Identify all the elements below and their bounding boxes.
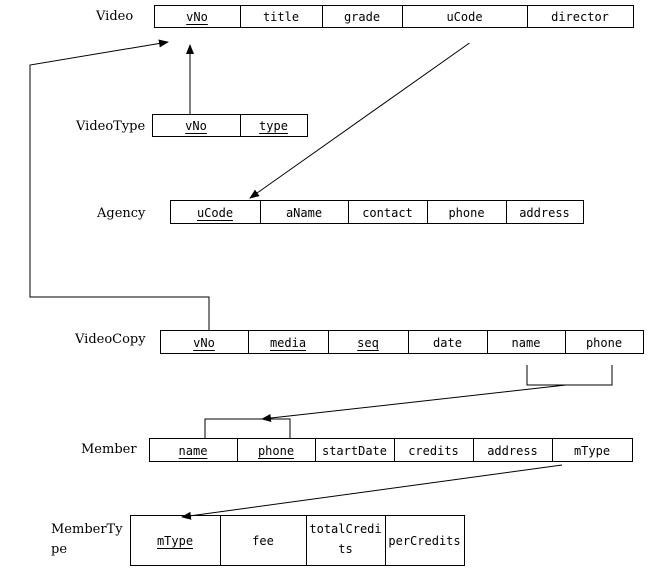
relation-member-membertype bbox=[181, 464, 563, 520]
column-member-address: address bbox=[487, 444, 538, 458]
column-videocopy-seq: seq bbox=[357, 336, 379, 350]
relation-videocopy-bracket bbox=[526, 365, 613, 386]
column-video-ucode: uCode bbox=[446, 10, 482, 24]
column-member-mtype: mType bbox=[574, 444, 610, 458]
column-agency-ucode: uCode bbox=[197, 206, 233, 220]
column-video-grade: grade bbox=[344, 10, 380, 24]
column-membertype-percredits: perCredits bbox=[388, 534, 460, 548]
column-videotype-vno: vNo bbox=[185, 119, 207, 133]
table-box-videocopy bbox=[160, 330, 644, 354]
relation-member-bracket bbox=[204, 418, 291, 438]
column-member-name: name bbox=[179, 444, 208, 458]
table-videocopy: VideoCopy vNo media seq date name phone bbox=[74, 330, 644, 354]
column-agency-aname: aName bbox=[286, 206, 322, 220]
table-name-agency: Agency bbox=[96, 206, 146, 221]
table-box-member bbox=[149, 438, 633, 462]
table-name-videotype: VideoType bbox=[75, 119, 145, 134]
relation-video-agency bbox=[249, 42, 470, 199]
column-agency-contact: contact bbox=[362, 206, 413, 220]
column-videocopy-name: name bbox=[512, 336, 541, 350]
relation-videocopy-video bbox=[29, 39, 210, 330]
column-video-title: title bbox=[263, 10, 299, 24]
column-membertype-fee: fee bbox=[252, 534, 274, 548]
column-membertype-mtype: mType bbox=[157, 534, 193, 548]
column-agency-phone: phone bbox=[448, 206, 484, 220]
column-videocopy-media: media bbox=[270, 336, 306, 350]
column-agency-address: address bbox=[519, 206, 570, 220]
column-video-director: director bbox=[551, 10, 609, 24]
table-videotype: VideoType vNo type bbox=[75, 114, 308, 137]
table-name-video: Video bbox=[95, 9, 133, 24]
column-videocopy-date: date bbox=[433, 336, 462, 350]
table-agency: Agency uCode aName contact phone address bbox=[96, 200, 584, 224]
table-box-videotype bbox=[152, 114, 308, 137]
column-videotype-type: type bbox=[259, 119, 288, 133]
table-name-videocopy: VideoCopy bbox=[74, 332, 146, 347]
column-videocopy-phone: phone bbox=[586, 336, 622, 350]
column-videocopy-vno: vNo bbox=[193, 336, 215, 350]
column-video-vno: vNo bbox=[186, 10, 208, 24]
column-member-startdate: startDate bbox=[322, 444, 387, 458]
table-name-member: Member bbox=[81, 442, 137, 457]
column-member-phone: phone bbox=[258, 444, 294, 458]
table-box-agency bbox=[170, 200, 584, 224]
table-box-video bbox=[154, 5, 634, 28]
table-box-membertype bbox=[130, 515, 465, 566]
relation-videocopy-member bbox=[261, 384, 567, 422]
column-member-credits: credits bbox=[408, 444, 459, 458]
table-member: Member name phone startDate credits address mT… bbox=[81, 438, 633, 462]
table-video: Video vNo title grade uCode director bbox=[95, 5, 634, 28]
